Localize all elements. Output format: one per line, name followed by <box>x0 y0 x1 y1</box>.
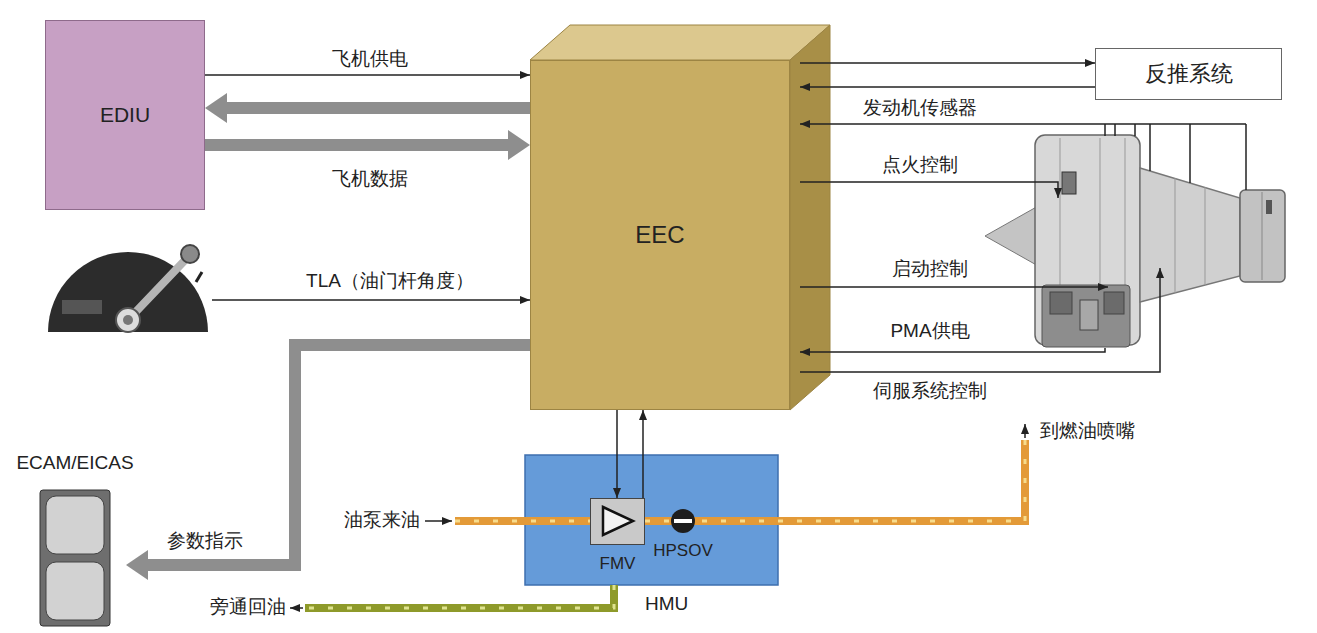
signal-arrow <box>800 62 1095 64</box>
start-control-arrow <box>800 286 1108 288</box>
engine-nozzle-ring <box>1262 192 1263 280</box>
engine-gearbox <box>1042 285 1130 347</box>
throttle-knob <box>181 245 199 263</box>
sensor-bus-arrow <box>800 123 1246 125</box>
valve-triangle <box>603 507 633 535</box>
engine-wires <box>800 124 1246 372</box>
signal-label: 伺服系统控制 <box>873 380 987 403</box>
node-label: EEC <box>635 221 684 249</box>
data-bus-arrow <box>205 139 508 151</box>
signal-arrow <box>642 410 644 498</box>
fuel-line-dots <box>455 440 1025 521</box>
ignition-control-arrow <box>800 182 1058 198</box>
node-label: EDIU <box>100 103 150 127</box>
eec-top-face <box>530 25 830 60</box>
node-label: 反推系统 <box>1145 59 1233 89</box>
data-bus-arrow <box>148 345 530 565</box>
sensor-wire <box>1149 124 1151 171</box>
hpsov-valve: HPSOV <box>671 509 695 533</box>
bypass-line <box>305 585 614 608</box>
sensor-wire <box>1134 124 1136 136</box>
display-screen <box>46 496 104 554</box>
node-label: FMV <box>600 554 636 574</box>
throttle-plate <box>62 300 102 314</box>
fuel-in-arrow <box>425 520 452 522</box>
signal-arrow <box>205 74 530 76</box>
pma-power-arrow <box>800 348 1105 352</box>
throttle-stop <box>196 272 202 282</box>
engine-fan-case <box>1035 135 1140 345</box>
flow-label: 到燃油喷嘴 <box>1040 420 1135 443</box>
throttle-quadrant <box>48 252 208 332</box>
sensor-wire <box>1189 124 1191 183</box>
engine-accessory <box>1080 300 1098 330</box>
display-frame <box>40 490 110 626</box>
connector-label: 参数指示 <box>167 530 243 553</box>
signal-label: 发动机传感器 <box>863 97 977 120</box>
engine-core <box>1140 168 1240 302</box>
engine-accessory <box>1104 292 1124 314</box>
signal-arrow <box>616 410 618 498</box>
engine-core-ring <box>1205 187 1206 285</box>
hmu-unit: HMUFMVHPSOV <box>525 455 778 585</box>
bypass-line-dots <box>305 585 614 608</box>
fuel-out-arrow <box>1024 424 1026 438</box>
signal-label: TLA（油门杆角度） <box>306 270 474 293</box>
servo-control-arrow <box>800 268 1160 372</box>
flow-label: 旁通回油 <box>210 596 286 619</box>
engine-nozzle-bracket <box>1266 200 1272 214</box>
node-label: HMU <box>645 593 688 615</box>
node-label: HPSOV <box>653 541 713 561</box>
reverser-box: 反推系统 <box>1095 48 1282 100</box>
throttle-illustration <box>48 245 208 332</box>
engine-illustration <box>985 135 1285 347</box>
signal-label: PMA供电 <box>890 320 969 343</box>
sensor-wire <box>1114 124 1116 136</box>
tla-signal-arrow <box>212 299 530 301</box>
engine-nozzle <box>1240 190 1285 282</box>
bypass-out-arrow <box>290 607 303 609</box>
connector-label: 飞机数据 <box>332 168 408 191</box>
display-unit: ECAM/EICAS <box>10 452 140 630</box>
connector-label: 飞机供电 <box>332 48 408 71</box>
engine-core-ring <box>1175 178 1176 293</box>
fmv-valve: FMV <box>590 498 645 545</box>
signal-arrow <box>800 86 1095 88</box>
throttle-pivot-center <box>123 315 133 325</box>
display-screen <box>46 562 104 620</box>
sensor-wire <box>1104 124 1106 136</box>
eec-box: EEC <box>530 60 790 410</box>
data-bus-arrow <box>227 102 530 114</box>
engine-spinner <box>985 205 1040 267</box>
display-illustration <box>10 452 140 630</box>
valve-bar <box>674 519 692 523</box>
sensor-wire <box>1245 124 1247 190</box>
signal-label: 点火控制 <box>882 154 958 177</box>
engine-igniter <box>1062 172 1076 194</box>
throttle-lever <box>128 257 188 320</box>
node-label: ECAM/EICAS <box>10 452 140 474</box>
fmv-symbol <box>591 499 643 543</box>
flow-label: 油泵来油 <box>344 509 420 532</box>
signal-label: 启动控制 <box>892 258 968 281</box>
edidu-box: EDIU <box>45 20 205 210</box>
fuel-line <box>455 440 1025 521</box>
engine-accessory <box>1050 292 1072 314</box>
throttle-pivot <box>116 308 140 332</box>
